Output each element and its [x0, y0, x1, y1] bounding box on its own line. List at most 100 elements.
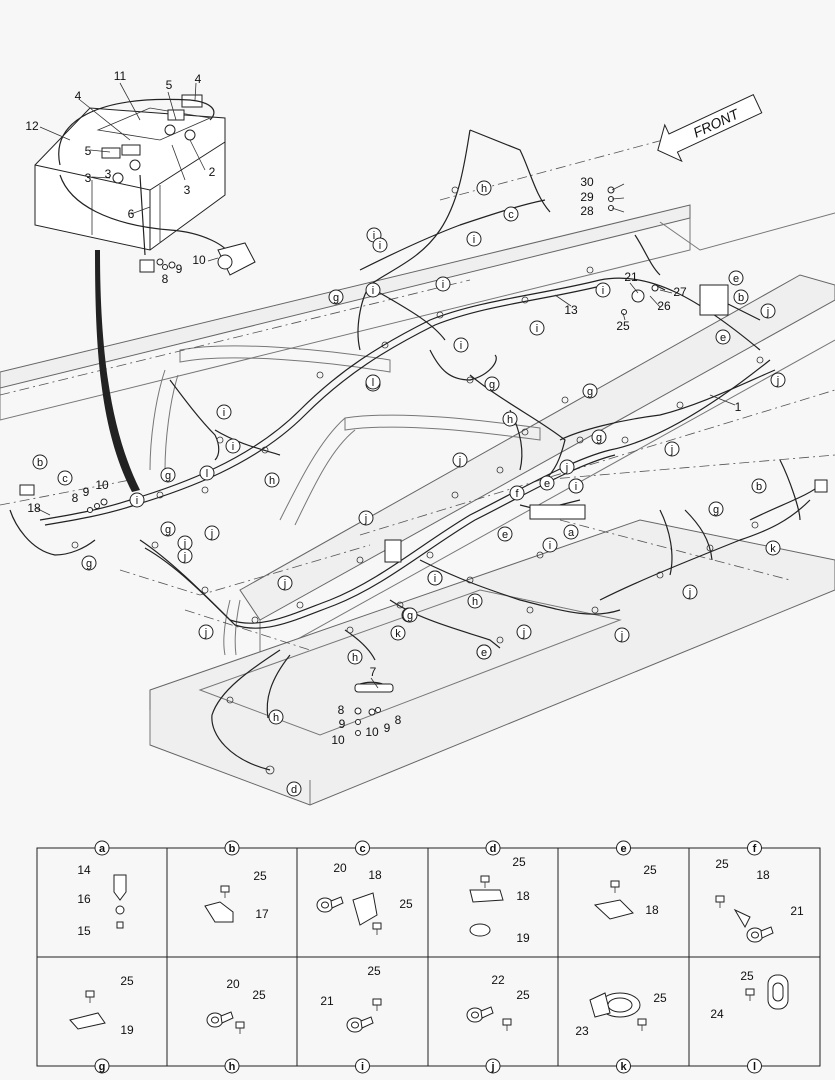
legend-callout: 15 [77, 924, 91, 938]
letter-marker-circle [539, 475, 555, 491]
letter-marker-circle [467, 593, 483, 609]
legend-panel-letter: j [490, 1061, 494, 1073]
letter-marker: i [460, 340, 462, 352]
letter-marker: j [522, 627, 525, 639]
part-number-label: 26 [657, 299, 671, 313]
legend-panel-letter: a [99, 843, 106, 855]
legend-panel-letter: d [490, 843, 497, 855]
letter-marker: j [670, 444, 673, 456]
letter-marker-circle [57, 470, 73, 486]
part-number-label: 9 [83, 485, 90, 499]
letter-marker: h [352, 652, 358, 664]
letter-marker-circle [733, 289, 749, 305]
letter-marker-circle [390, 625, 406, 641]
part-number-label: 28 [580, 204, 594, 218]
letter-marker-circle [728, 270, 744, 286]
letter-marker: l [206, 468, 208, 480]
legend-callout: 20 [333, 861, 347, 875]
letter-marker: h [481, 183, 487, 195]
letter-marker-circle [614, 627, 630, 643]
letter-marker-circle [32, 454, 48, 470]
letter-marker: h [472, 596, 478, 608]
part-number-label: 4 [195, 72, 202, 86]
legend-panel-letter: f [753, 843, 757, 855]
legend-panel-letter: l [753, 1061, 756, 1073]
letter-marker: g [407, 610, 413, 622]
letter-marker: i [473, 234, 475, 246]
letter-marker: i [223, 407, 225, 419]
letter-marker-circle [516, 624, 532, 640]
legend-callout: 20 [226, 977, 240, 991]
letter-marker-circle [760, 303, 776, 319]
letter-marker-circle [264, 472, 280, 488]
letter-marker: b [37, 457, 43, 469]
legend-callout: 25 [399, 897, 413, 911]
letter-marker-circle [204, 525, 220, 541]
part-number-label: 3 [184, 183, 191, 197]
letter-marker-circle [365, 282, 381, 298]
part-number-label: 30 [580, 175, 594, 189]
front-label: FRONT [691, 105, 743, 140]
letter-marker: e [544, 478, 550, 490]
letter-marker-circle [765, 540, 781, 556]
part-number-label: 10 [331, 733, 345, 747]
letter-marker-circle [347, 649, 363, 665]
letter-marker-circle [497, 526, 513, 542]
wire-harness [9, 82, 828, 775]
legend-callout: 18 [645, 903, 659, 917]
legend-callout: 19 [516, 931, 530, 945]
letter-marker: j [766, 306, 769, 318]
part-number-label: 11 [114, 69, 127, 83]
letter-marker: j [183, 538, 186, 550]
letter-marker: j [364, 513, 367, 525]
legend-callout: 18 [756, 868, 770, 882]
letter-marker: i [434, 573, 436, 585]
letter-marker: i [602, 285, 604, 297]
letter-marker: e [720, 332, 726, 344]
letter-marker: j [458, 455, 461, 467]
vehicle-frame [0, 129, 835, 806]
letter-marker-circle [268, 709, 284, 725]
letter-marker: b [756, 481, 762, 493]
battery-box [34, 94, 256, 492]
letter-marker: k [395, 628, 401, 640]
letter-marker: l [372, 377, 374, 389]
legend-callout: 23 [575, 1024, 589, 1038]
letter-marker-circle [225, 438, 241, 454]
part-number-label: 1 [735, 400, 742, 414]
letter-marker-circle [509, 485, 525, 501]
letter-marker-circle [503, 206, 519, 222]
letter-marker-circle [81, 555, 97, 571]
letter-marker-circle [216, 404, 232, 420]
part-number-label: 8 [162, 272, 169, 286]
letter-marker: g [587, 386, 593, 398]
letter-marker-circle [466, 231, 482, 247]
letter-marker-circle [372, 237, 388, 253]
legend-callout: 25 [653, 991, 667, 1005]
letter-marker-circle [591, 429, 607, 445]
part-number-label: 5 [166, 78, 173, 92]
letter-marker-circle [427, 570, 443, 586]
legend-letter-circle [355, 840, 370, 856]
legend-panel-letter: i [361, 1061, 364, 1073]
letter-marker-circle [502, 411, 518, 427]
legend-callout: 25 [715, 857, 729, 871]
letter-marker: j [688, 587, 691, 599]
letter-marker: i [232, 441, 234, 453]
letter-marker-circle [568, 478, 584, 494]
letter-marker: c [62, 473, 68, 485]
letter-marker-circle [559, 459, 575, 475]
letter-marker-circle [682, 584, 698, 600]
letter-marker: g [713, 504, 719, 516]
part-number-label: 8 [395, 713, 402, 727]
letter-marker-circle [160, 467, 176, 483]
letter-marker-circle [770, 372, 786, 388]
legend-callout: 25 [367, 964, 381, 978]
letter-marker: g [165, 524, 171, 536]
part-number-label: 12 [25, 119, 39, 133]
legend-callout: 25 [740, 969, 754, 983]
letter-marker: e [502, 529, 508, 541]
letter-marker-circle [452, 452, 468, 468]
